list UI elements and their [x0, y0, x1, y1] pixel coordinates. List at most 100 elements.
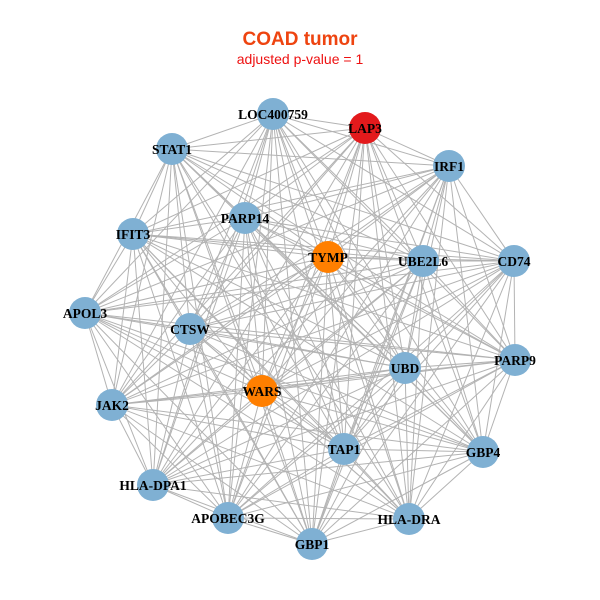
node-circle [498, 245, 530, 277]
edge-UBE2L6-GBP4 [422, 260, 484, 453]
node-label: CD74 [498, 254, 531, 269]
node-circle [174, 313, 206, 345]
edge-HLA-DRA-GBP1 [311, 518, 410, 545]
node-ifit3[interactable]: IFIT3 [116, 218, 151, 250]
node-gbp4[interactable]: GBP4 [466, 436, 501, 468]
edge-CD74-CTSW [189, 260, 515, 330]
edge-IRF1-WARS [261, 165, 450, 392]
node-label: CTSW [170, 322, 210, 337]
edge-CD74-PARP9 [513, 260, 516, 361]
edge-WARS-GBP4 [261, 390, 484, 453]
node-parp9[interactable]: PARP9 [494, 344, 536, 376]
node-loc400759[interactable]: LOC400759 [238, 98, 308, 130]
edge-PARP9-HLA-DPA1 [152, 359, 516, 486]
edge-IRF1-CD74 [448, 165, 515, 262]
node-ube2l6[interactable]: UBE2L6 [398, 245, 449, 277]
node-circle [467, 436, 499, 468]
edge-STAT1-UBE2L6 [171, 148, 424, 262]
edge-IFIT3-PARP9 [132, 233, 516, 361]
edge-UBE2L6-APOBEC3G [227, 260, 424, 519]
node-label: HLA-DPA1 [119, 478, 186, 493]
edge-PARP9-GBP1 [311, 359, 516, 545]
node-ctsw[interactable]: CTSW [170, 313, 210, 345]
edge-CTSW-JAK2 [111, 328, 191, 406]
node-irf1[interactable]: IRF1 [433, 150, 465, 182]
edge-APOBEC3G-HLA-DRA [227, 517, 410, 520]
edge-CTSW-UBD [189, 328, 406, 369]
node-tymp[interactable]: TYMP [308, 241, 348, 273]
node-jak2[interactable]: JAK2 [95, 389, 129, 421]
edge-TYMP-APOL3 [84, 256, 329, 314]
edge-PARP14-HLA-DPA1 [152, 217, 246, 486]
node-parp14[interactable]: PARP14 [221, 202, 270, 234]
edge-PARP14-CD74 [244, 217, 515, 262]
node-label: JAK2 [95, 398, 129, 413]
edge-GBP4-HLA-DPA1 [152, 451, 484, 486]
node-hla-dpa1[interactable]: HLA-DPA1 [119, 469, 187, 501]
node-circle [407, 245, 439, 277]
node-tap1[interactable]: TAP1 [328, 433, 361, 465]
node-wars[interactable]: WARS [242, 375, 282, 407]
edge-APOL3-PARP9 [84, 312, 516, 361]
node-label: WARS [242, 384, 281, 399]
node-label: HLA-DRA [378, 512, 441, 527]
node-label: IFIT3 [116, 227, 151, 242]
edge-UBD-WARS [261, 367, 406, 392]
edge-PARP14-APOBEC3G [227, 217, 246, 519]
node-gbp1[interactable]: GBP1 [295, 528, 330, 560]
edge-UBE2L6-HLA-DRA [408, 260, 424, 520]
edge-TYMP-WARS [261, 256, 329, 392]
chart-title: COAD tumor [242, 29, 358, 50]
node-stat1[interactable]: STAT1 [152, 133, 192, 165]
edge-TAP1-GBP4 [343, 448, 484, 453]
node-apol3[interactable]: APOL3 [63, 297, 108, 329]
edge-WARS-TAP1 [261, 390, 345, 450]
node-lap3[interactable]: LAP3 [348, 112, 382, 144]
edge-STAT1-TAP1 [171, 148, 345, 450]
edge-PARP9-APOBEC3G [227, 359, 516, 519]
node-label: LAP3 [348, 121, 382, 136]
edge-PARP9-GBP4 [482, 359, 516, 453]
node-circle [389, 352, 421, 384]
edge-WARS-APOBEC3G [227, 390, 263, 519]
edge-UBD-HLA-DRA [404, 367, 410, 520]
edge-LAP3-GBP1 [311, 127, 366, 545]
edge-GBP4-APOBEC3G [227, 451, 484, 519]
edge-STAT1-JAK2 [111, 148, 173, 406]
node-ubd[interactable]: UBD [389, 352, 421, 384]
edge-IFIT3-UBE2L6 [132, 233, 424, 262]
node-apobec3g[interactable]: APOBEC3G [191, 502, 265, 534]
edge-JAK2-HLA-DRA [111, 404, 410, 520]
node-label: UBD [391, 361, 420, 376]
edge-UBD-GBP1 [311, 367, 406, 545]
edge-IRF1-TYMP [327, 165, 450, 258]
edge-JAK2-GBP4 [111, 404, 484, 453]
edge-GBP4-GBP1 [311, 451, 484, 545]
edge-LOC400759-TYMP [272, 113, 329, 258]
node-circle [229, 202, 261, 234]
edge-WARS-HLA-DPA1 [152, 390, 263, 486]
edge-IRF1-PARP14 [244, 165, 450, 219]
edge-LAP3-CD74 [364, 127, 515, 262]
node-hla-dra[interactable]: HLA-DRA [378, 503, 441, 535]
edge-CD74-WARS [261, 260, 515, 392]
edge-IFIT3-TYMP [132, 233, 329, 258]
chart-subtitle: adjusted p-value = 1 [236, 51, 364, 67]
edge-APOL3-WARS [84, 312, 263, 392]
edge-PARP14-UBE2L6 [244, 217, 424, 262]
edges-layer [84, 113, 516, 545]
edge-TYMP-JAK2 [111, 256, 329, 406]
edge-IRF1-GBP1 [311, 165, 450, 545]
edge-WARS-GBP1 [261, 390, 313, 545]
edge-UBE2L6-GBP1 [311, 260, 424, 545]
edge-PARP14-CTSW [189, 217, 246, 330]
edge-JAK2-GBP1 [111, 404, 313, 545]
edge-IFIT3-WARS [132, 233, 263, 392]
node-circle [393, 503, 425, 535]
node-cd74[interactable]: CD74 [498, 245, 531, 277]
node-label: PARP14 [221, 211, 270, 226]
edge-STAT1-CD74 [171, 148, 515, 262]
edge-IFIT3-HLA-DPA1 [132, 233, 154, 486]
edge-LOC400759-JAK2 [111, 113, 274, 406]
